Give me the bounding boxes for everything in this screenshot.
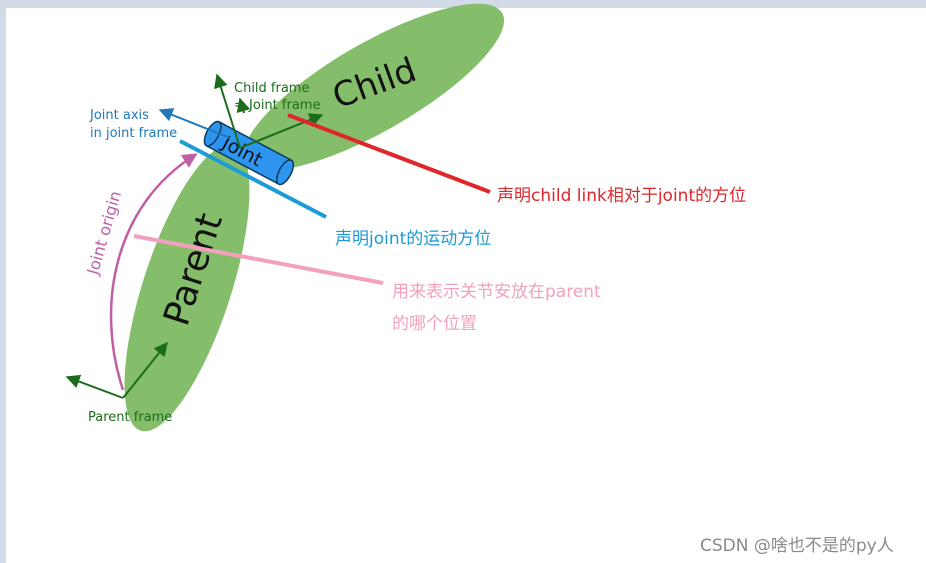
annotation-joint-placement-line2: 的哪个位置 [392,314,477,334]
annotation-joint-placement: 用来表示关节安放在parent 的哪个位置 [392,276,601,340]
parent-frame-x-axis [65,374,124,399]
blue-pointer-line [179,139,327,219]
annotation-child-orientation: 声明child link相对于joint的方位 [497,186,747,206]
parent-link-shape [124,144,250,432]
joint-frame-x-axis [239,113,324,149]
red-pointer-line [287,113,491,194]
window-left-border [0,0,6,563]
joint-origin-label: Joint origin [83,189,125,278]
child-frame-label-2: = Joint frame [234,98,320,113]
annotation-joint-motion: 声明joint的运动方位 [335,229,492,249]
pink-pointer-line [133,234,384,285]
joint-axis-arrow [158,108,231,139]
joint-axis-label-1: Joint axis [89,108,149,123]
window-top-border [0,0,926,8]
parent-frame-label: Parent frame [88,410,172,425]
child-link-shape [243,3,505,171]
joint-frame-y-axis [214,73,241,149]
child-frame-label-1: Child frame [234,81,309,96]
annotation-joint-placement-line1: 用来表示关节安放在parent [392,282,601,302]
joint-frame-z-axis [236,97,251,114]
parent-frame-y-axis [122,341,168,399]
joint-origin-arrow [109,153,198,391]
joint-axis-label-2: in joint frame [90,126,177,141]
csdn-watermark: CSDN @啥也不是的py人 [700,536,894,556]
